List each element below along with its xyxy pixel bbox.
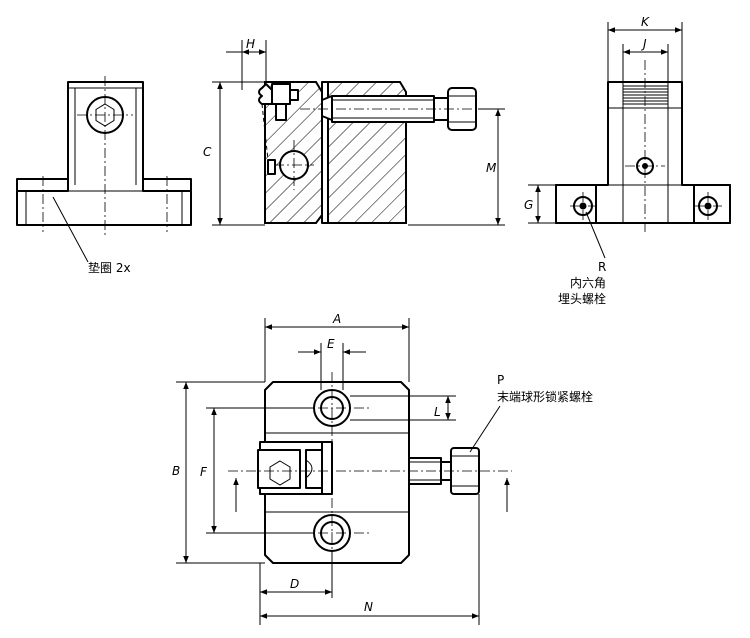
washer-label: 垫圈 2x bbox=[88, 260, 131, 275]
r-leader bbox=[585, 211, 606, 259]
side-section-view: H C M bbox=[203, 37, 505, 226]
dim-C: C bbox=[203, 145, 212, 159]
p-text: 末端球形锁紧螺栓 bbox=[497, 389, 593, 404]
top-bolt bbox=[258, 83, 273, 105]
dim-D: D bbox=[290, 577, 299, 591]
r-line1: 内六角 bbox=[570, 276, 606, 290]
dim-B: B bbox=[172, 464, 180, 478]
p-leader bbox=[469, 405, 501, 453]
hex-socket-icon-plan bbox=[269, 460, 291, 486]
dim-K: K bbox=[641, 15, 650, 29]
washer-leader bbox=[52, 196, 89, 263]
grip-ribs bbox=[623, 85, 668, 105]
dim-F: F bbox=[200, 465, 208, 479]
dim-A: A bbox=[332, 312, 341, 326]
dim-M: M bbox=[486, 161, 497, 175]
dim-H: H bbox=[246, 37, 255, 51]
clamp-pin-tip bbox=[321, 95, 333, 121]
front-view-left-washer bbox=[16, 178, 69, 192]
r-letter: R bbox=[598, 260, 606, 274]
front-view: 垫圈 2x bbox=[16, 76, 192, 275]
dim-J: J bbox=[641, 37, 647, 51]
dim-L: L bbox=[434, 405, 441, 419]
p-letter: P bbox=[497, 373, 504, 387]
plan-view: A E L B F D N P 末端球形锁紧螺栓 bbox=[172, 312, 593, 625]
dim-E: E bbox=[327, 337, 335, 351]
dim-G: G bbox=[524, 198, 533, 212]
dim-N: N bbox=[364, 600, 373, 614]
end-view: K J G R 内六角 埋头螺栓 bbox=[524, 15, 731, 306]
r-line2: 埋头螺栓 bbox=[558, 291, 606, 306]
